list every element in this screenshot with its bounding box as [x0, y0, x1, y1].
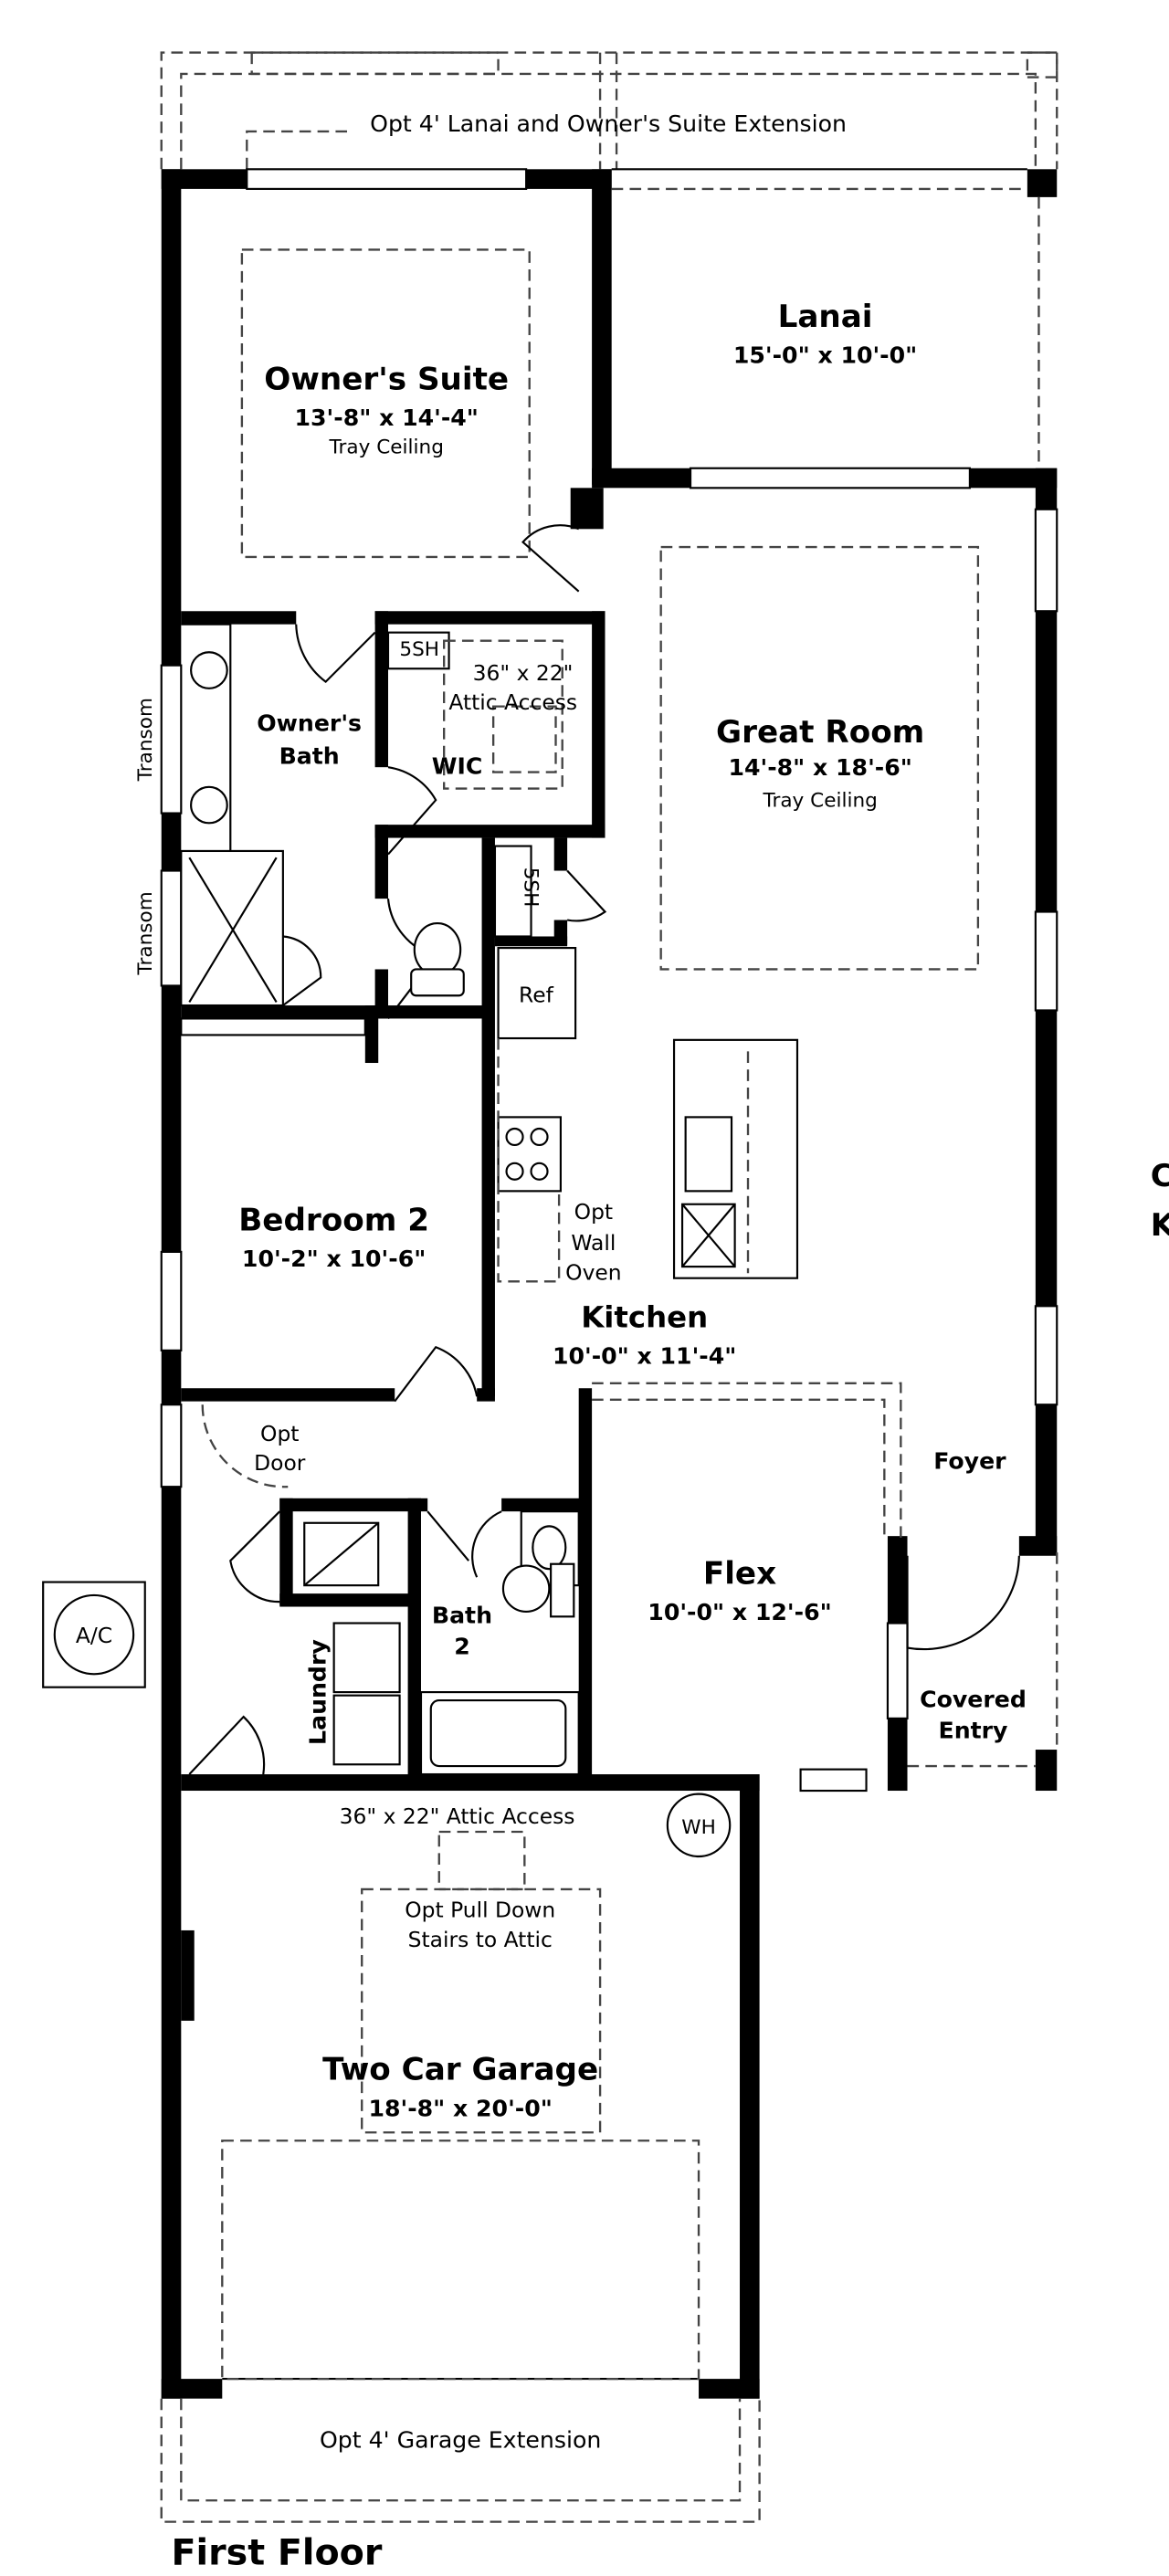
room-name: Entry [938, 1717, 1007, 1743]
room-dims: 15'-0" x 10'-0" [733, 342, 917, 369]
refrigerator-icon [497, 947, 577, 1040]
wh-label: WH [681, 1816, 716, 1839]
toilet-icon [501, 1564, 551, 1614]
wall-oven-label: Oven [565, 1260, 621, 1286]
room-dims: 14'-8" x 18'-6" [728, 754, 911, 781]
walls [160, 168, 1058, 2523]
sink-icon [190, 651, 228, 689]
room-name: Owner's Suite [264, 361, 509, 397]
sink-icon [190, 785, 228, 825]
ac-label: A/C [76, 1623, 112, 1648]
shelf-label: 5SH [519, 867, 542, 908]
attic-access-label: Attic Access [448, 689, 577, 715]
room-note: Tray Ceiling [328, 436, 443, 459]
pull-down-label: Stairs to Attic [408, 1927, 553, 1952]
garage-extension-label: Opt 4' Garage Extension [320, 2427, 601, 2454]
room-dims: 10'-0" x 12'-6" [648, 1599, 831, 1625]
room-name: Laundry [305, 1639, 332, 1745]
water-heater-icon [666, 1793, 732, 1858]
bathtub-icon [419, 1691, 580, 1776]
opt-door-label: Door [254, 1450, 306, 1476]
attic-access-label: 36" x 22" Attic Access [340, 1803, 575, 1829]
room-name: Bath [432, 1603, 492, 1629]
room-dims: 13'-8" x 14'-4" [295, 405, 479, 431]
sink-icon [684, 1116, 733, 1193]
room-name: WIC [432, 752, 483, 779]
toilet-icon [413, 922, 462, 977]
attic-access-label: 36" x 22" [473, 660, 574, 686]
room-name: Kitchen [581, 1300, 708, 1335]
opt-door-label: Opt [260, 1421, 299, 1446]
cut-off-text: C [1151, 1158, 1169, 1194]
ref-label: Ref [519, 982, 554, 1007]
wall-oven-label: Opt [574, 1199, 613, 1225]
room-name: Foyer [933, 1447, 1006, 1474]
room-name: 2 [454, 1634, 470, 1660]
room-name: Great Room [716, 714, 924, 751]
fixtures [42, 623, 799, 2134]
pull-down-label: Opt Pull Down [405, 1898, 555, 1923]
dryer-icon [332, 1694, 401, 1766]
room-name: Two Car Garage [322, 2052, 598, 2088]
lanai-extension-outline [160, 51, 1058, 170]
floor-label: First Floor [172, 2531, 383, 2573]
room-name: Bedroom 2 [238, 1203, 429, 1239]
room-note: Tray Ceiling [762, 789, 877, 812]
lanai-extension-label: Opt 4' Lanai and Owner's Suite Extension [370, 110, 847, 137]
room-name: Bath [279, 743, 340, 770]
transom-label: Transom [134, 891, 157, 975]
doors [188, 524, 1020, 1775]
room-dims: 18'-8" x 20'-0" [368, 2095, 552, 2121]
room-dims: 10'-0" x 11'-4" [553, 1342, 736, 1369]
shelf-label: 5SH [399, 638, 439, 661]
tray-ceiling-outline [240, 248, 531, 559]
room-name: Lanai [778, 299, 873, 335]
room-name: Owner's [257, 710, 362, 737]
room-name: Flex [703, 1555, 776, 1592]
washer-icon [332, 1622, 401, 1694]
range-icon [497, 1116, 562, 1193]
room-name: Covered [920, 1686, 1027, 1712]
wall-oven-label: Wall [571, 1230, 616, 1256]
sink-icon [532, 1525, 567, 1571]
cut-off-text: K [1151, 1207, 1169, 1244]
transom-label: Transom [134, 698, 157, 782]
tray-ceiling-outline [659, 545, 980, 971]
room-dims: 10'-2" x 10'-6" [242, 1246, 426, 1272]
